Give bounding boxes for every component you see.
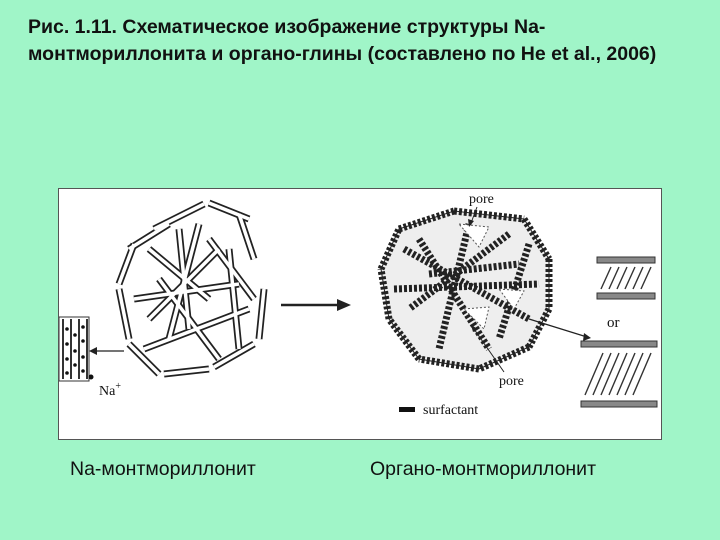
na-label: Na+ — [99, 381, 121, 399]
arrow-to-stacks — [528, 318, 591, 341]
pore-top-pointer — [468, 206, 478, 227]
pore-bottom-pointer — [471, 325, 505, 373]
pore-label-bottom: pore — [499, 374, 524, 389]
organo-aggregate — [377, 207, 553, 373]
label-na-montmorillonite: Na-монтмориллонит — [70, 458, 256, 480]
figure-caption: Рис. 1.11. Схематическое изображение стр… — [28, 16, 657, 65]
surfactant-label: surfactant — [423, 403, 478, 418]
na-ion-dot — [88, 374, 94, 380]
stack-config-bottom — [580, 340, 658, 408]
structure-diagram: Na+ — [58, 188, 662, 440]
label-organo-montmorillonite: Органо-монтмориллонит — [370, 458, 597, 480]
pore-label-top: pore — [469, 192, 494, 207]
na-montmorillonite-aggregate — [115, 199, 268, 378]
surfactant-legend-swatch — [399, 407, 415, 412]
na-layer-stack — [59, 316, 90, 382]
arrow-to-stack — [89, 347, 124, 355]
diagram-canvas: Na+ — [59, 192, 658, 418]
or-label: or — [607, 315, 620, 331]
stack-config-top — [596, 256, 656, 300]
transformation-arrow — [281, 299, 351, 311]
